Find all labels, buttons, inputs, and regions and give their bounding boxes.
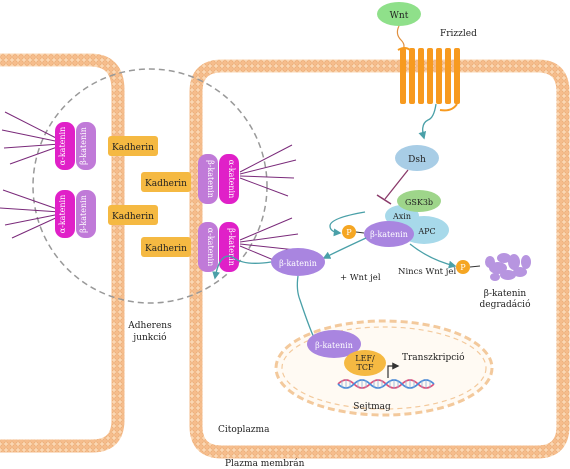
svg-text:Kadherin: Kadherin: [145, 179, 187, 189]
svg-text:GSK3b: GSK3b: [405, 198, 433, 207]
svg-text:TCF: TCF: [356, 363, 373, 372]
svg-text:β-katenin: β-katenin: [79, 127, 88, 165]
frizzled-receptor: [397, 47, 460, 112]
complex-loop-arrow: [329, 211, 366, 237]
degradation-label-2: degradáció: [480, 299, 531, 310]
adherens-label: Adherens: [127, 321, 172, 331]
plus-wnt-label: + Wnt jel: [340, 273, 381, 283]
dsh-protein: Dsh: [395, 145, 439, 171]
svg-text:β-katenin: β-katenin: [206, 160, 215, 198]
dsh-inhibition: [384, 169, 409, 200]
svg-text:LEF/: LEF/: [355, 354, 375, 363]
cytoplasm-label: Citoplazma: [218, 425, 270, 435]
phosphate-complex: P: [342, 225, 365, 239]
svg-text:β-katenin: β-katenin: [227, 228, 236, 266]
svg-text:β-katenin: β-katenin: [315, 341, 353, 350]
catenin-complex-left-bottom: α-katenin β-katenin: [55, 190, 96, 238]
arrow-to-adherens: [212, 255, 272, 280]
arrow-to-degradation-path: [409, 243, 457, 269]
no-wnt-label: Nincs Wnt jel: [398, 267, 456, 277]
degraded-fragments: [485, 253, 531, 281]
arrow-to-nucleus: [296, 275, 317, 344]
frizzled-tail: [418, 103, 437, 140]
plasma-membrane-label: Plazma membrán: [225, 458, 305, 469]
adherens-label-2: junkció: [132, 332, 166, 343]
right-cell-membrane: [189, 59, 570, 459]
left-cell-membrane: [0, 53, 125, 453]
svg-text:β-katenin: β-katenin: [279, 259, 317, 268]
svg-text:APC: APC: [417, 227, 435, 236]
actin-filaments-right: [239, 144, 299, 267]
lef-tcf: LEF/ TCF: [344, 350, 386, 376]
catenin-complex-right-bottom: α-katenin β-katenin: [198, 222, 239, 272]
transcription-label: Transzkripció: [402, 352, 465, 363]
svg-text:Wnt: Wnt: [390, 11, 409, 21]
svg-text:β-katenin: β-katenin: [79, 195, 88, 233]
phosphate-degradation: P: [456, 260, 481, 274]
destruction-complex: APC Axin GSK3b β-katenin: [364, 190, 449, 247]
free-beta-catenin: β-katenin: [271, 248, 325, 276]
svg-text:α-katenin: α-katenin: [227, 160, 236, 199]
nuclear-beta-catenin: β-katenin: [307, 330, 361, 358]
degradation-label: β-katenin: [484, 289, 527, 299]
svg-text:β-katenin: β-katenin: [370, 230, 408, 239]
svg-text:Kadherin: Kadherin: [112, 143, 154, 153]
svg-text:Kadherin: Kadherin: [145, 244, 187, 254]
svg-text:P: P: [460, 263, 466, 272]
svg-text:α-katenin: α-katenin: [58, 127, 67, 166]
dna-helix: [337, 379, 435, 389]
svg-text:Axin: Axin: [392, 212, 411, 221]
nucleus-label: Sejtmag: [353, 402, 391, 412]
transcription-arrow: [387, 362, 400, 378]
catenin-complex-left-top: α-katenin β-katenin: [55, 122, 96, 170]
cadherin-3: Kadherin: [141, 172, 191, 192]
cadherin-1: Kadherin: [108, 136, 158, 156]
actin-filaments-left: [0, 111, 61, 239]
cadherin-2: Kadherin: [108, 205, 158, 225]
arrow-to-free-catenin: [322, 237, 367, 259]
catenin-complex-right-top: β-katenin α-katenin: [198, 154, 239, 204]
adherens-junction-circle: [32, 68, 268, 304]
frizzled-label: Frizzled: [440, 29, 477, 39]
svg-text:α-katenin: α-katenin: [206, 228, 215, 267]
svg-text:Kadherin: Kadherin: [112, 212, 154, 222]
wnt-ligand: Wnt: [377, 2, 421, 26]
svg-text:Dsh: Dsh: [408, 155, 426, 165]
svg-text:P: P: [346, 228, 352, 237]
cadherin-4: Kadherin: [141, 237, 191, 257]
svg-text:α-katenin: α-katenin: [58, 195, 67, 234]
